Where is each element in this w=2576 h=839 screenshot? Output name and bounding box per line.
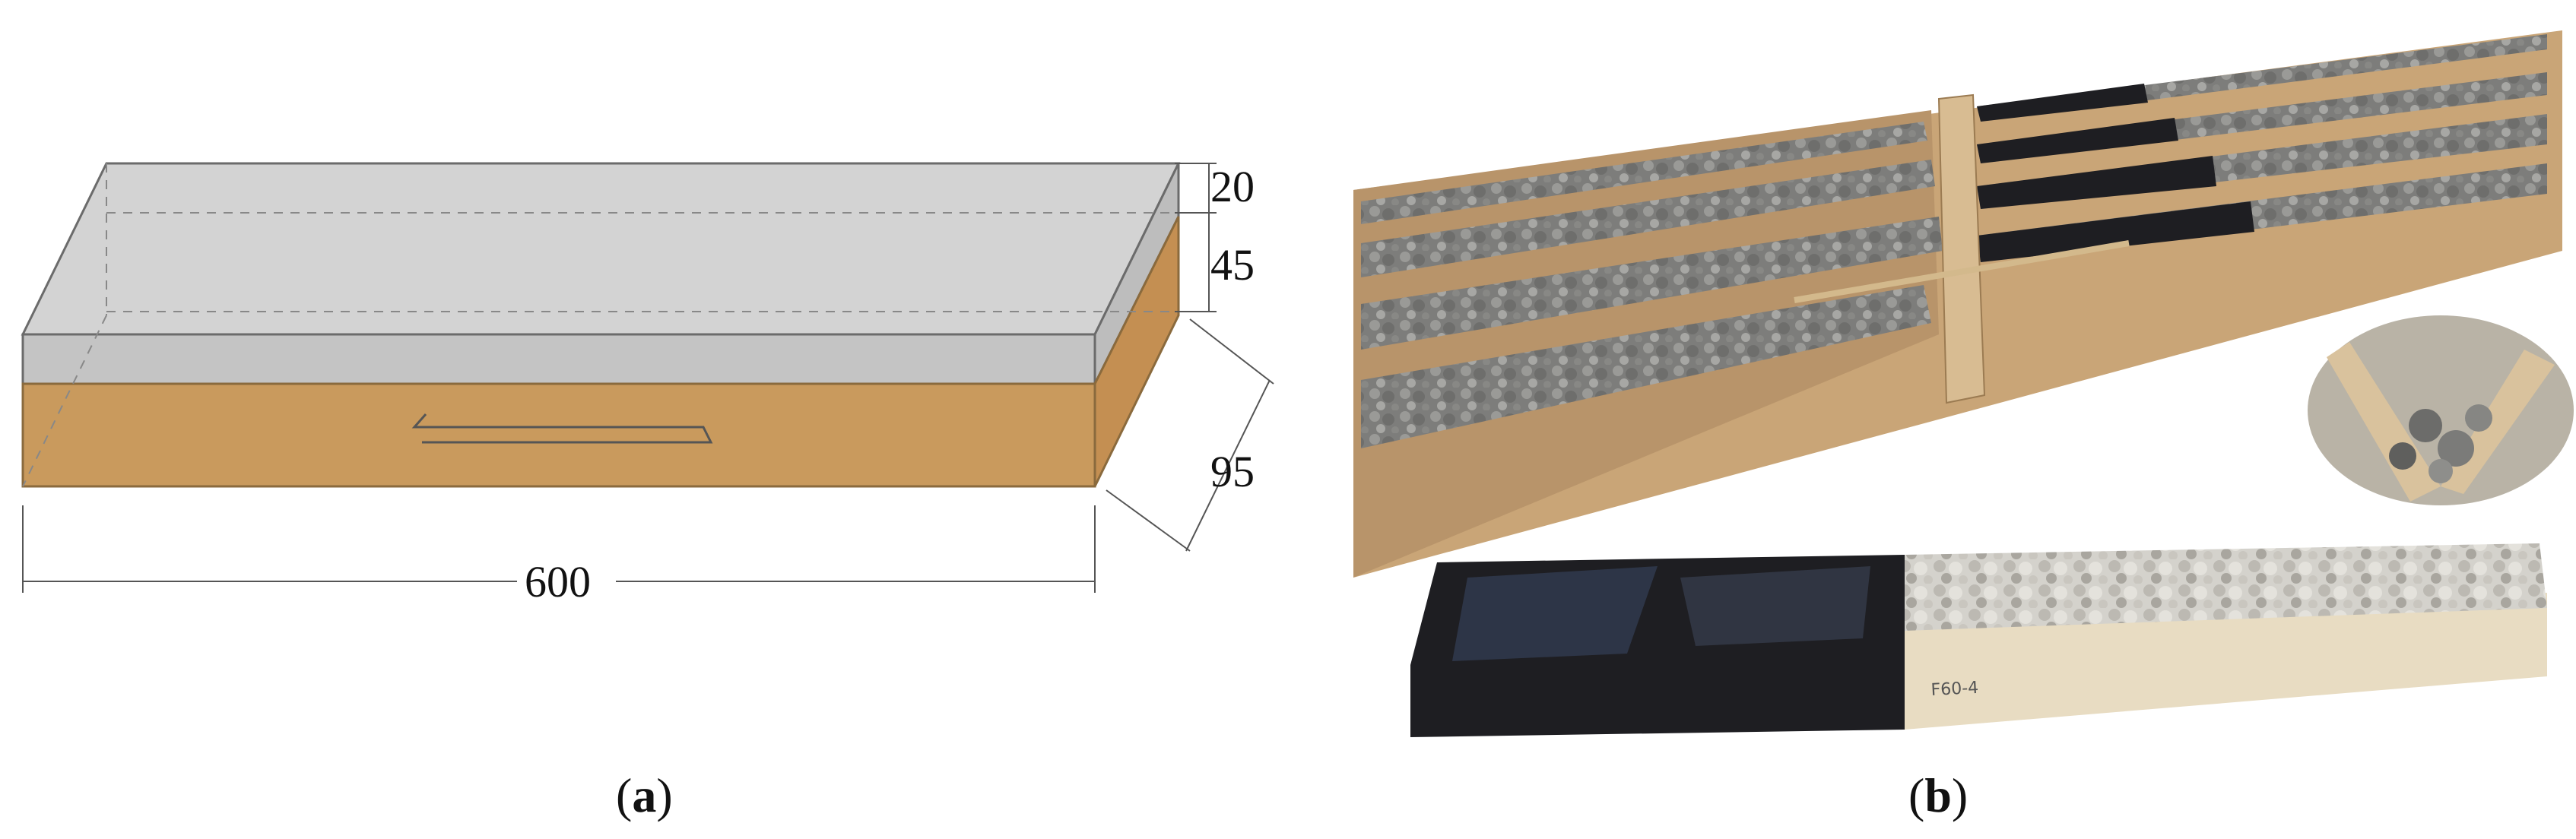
gravel-channels-left bbox=[1361, 122, 1943, 448]
top-box-front-face bbox=[21, 333, 1096, 385]
membrane-strip-1 bbox=[1977, 84, 2148, 122]
channels-right bbox=[1977, 34, 2547, 262]
membrane-strip-2 bbox=[1977, 118, 2178, 163]
bottom-box-front-face bbox=[21, 382, 1096, 488]
interior-marker-line bbox=[411, 413, 713, 444]
caption-b: (b) bbox=[1908, 768, 1968, 822]
caption-a-close: ) bbox=[656, 768, 672, 822]
dim-95-ext-top bbox=[1189, 318, 1274, 385]
caption-b-open: ( bbox=[1908, 768, 1924, 822]
specimen-photo-svg: F60-4 (b) bbox=[1353, 30, 2574, 822]
panel-b-photo: F60-4 (b) bbox=[1338, 0, 2576, 839]
caption-b-close: ) bbox=[1952, 768, 1968, 822]
specimen-wood-body bbox=[1905, 593, 2547, 730]
specimen-sketch-svg: 20 45 95 600 (a) bbox=[21, 162, 1274, 822]
dim-95-line bbox=[1185, 379, 1271, 552]
caption-a-letter: a bbox=[632, 768, 656, 822]
membrane-sheen bbox=[1452, 566, 1658, 661]
hidden-line-bottom-diagonal bbox=[22, 315, 107, 487]
dim-label-45: 45 bbox=[1210, 240, 1255, 290]
panel-a-sketch: 20 45 95 600 (a) bbox=[21, 162, 1274, 822]
dim-label-20: 20 bbox=[1210, 162, 1255, 211]
specimen-label: F60-4 bbox=[1930, 679, 1979, 700]
inset-detail bbox=[2308, 315, 2574, 505]
caption-a: (a) bbox=[616, 768, 673, 822]
dim-95-ext-bottom bbox=[1106, 489, 1191, 552]
membrane-sheen-2 bbox=[1680, 566, 1870, 646]
dim-label-600: 600 bbox=[525, 557, 591, 606]
membrane-strip-4 bbox=[1977, 201, 2254, 262]
caption-b-letter: b bbox=[1924, 768, 1952, 822]
divider-board bbox=[1937, 93, 1986, 404]
specimen-gravel-top bbox=[1905, 543, 2547, 631]
wooden-rod bbox=[1794, 240, 2130, 303]
membrane-strip-3 bbox=[1977, 156, 2216, 209]
dim-label-95: 95 bbox=[1210, 447, 1255, 496]
top-box-top-face bbox=[21, 162, 1181, 336]
bottom-box-side-face bbox=[1093, 216, 1180, 487]
caption-a-open: ( bbox=[616, 768, 632, 822]
